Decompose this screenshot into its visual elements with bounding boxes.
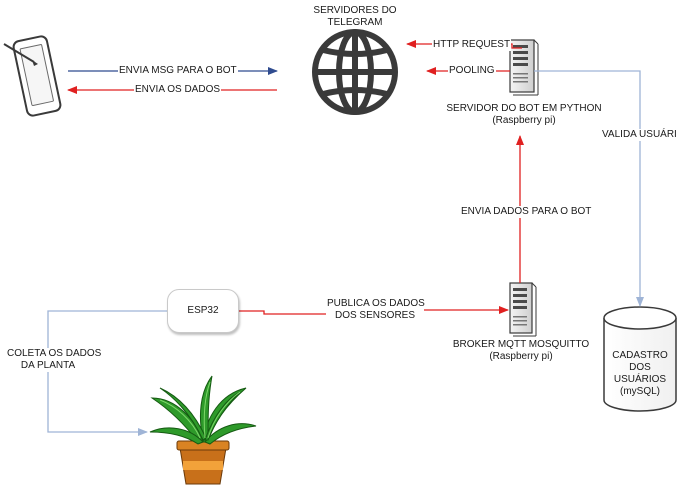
edge-label-validate-user: VALIDA USUÁRIO <box>601 129 677 141</box>
bot-server-label: SERVIDOR DO BOT EM PYTHON (Raspberry pi) <box>446 103 602 126</box>
server-icon <box>509 39 539 96</box>
database-label: CADASTRO DOS USUÁRIOS (mySQL) <box>612 350 668 397</box>
database-icon <box>603 306 677 412</box>
edge-publish <box>238 306 509 315</box>
telegram-servers-label: SERVIDORES DO TELEGRAM <box>313 5 397 28</box>
edge-label-pooling: POOLING <box>448 65 496 77</box>
plant-icon <box>149 375 257 485</box>
esp32-label: ESP32 <box>187 305 219 316</box>
edge-label-send-msg: ENVIA MSG PARA O BOT <box>118 65 238 77</box>
edge-label-collect: COLETA OS DADOS DA PLANTA <box>6 348 102 372</box>
edge-label-publish: PUBLICA OS DADOS DOS SENSORES <box>326 298 425 322</box>
broker-label: BROKER MQTT MOSQUITTO (Raspberry pi) <box>452 339 590 362</box>
edge-label-bot-data: ENVIA DADOS PARA O BOT <box>460 206 593 218</box>
edge-label-http-request: HTTP REQUEST <box>432 39 512 51</box>
globe-icon <box>312 29 398 115</box>
esp32-node <box>167 289 239 333</box>
server-icon <box>509 282 537 337</box>
tablet-icon <box>3 35 62 117</box>
edge-label-send-data: ENVIA OS DADOS <box>134 84 222 96</box>
edge-validate-user <box>534 70 644 307</box>
